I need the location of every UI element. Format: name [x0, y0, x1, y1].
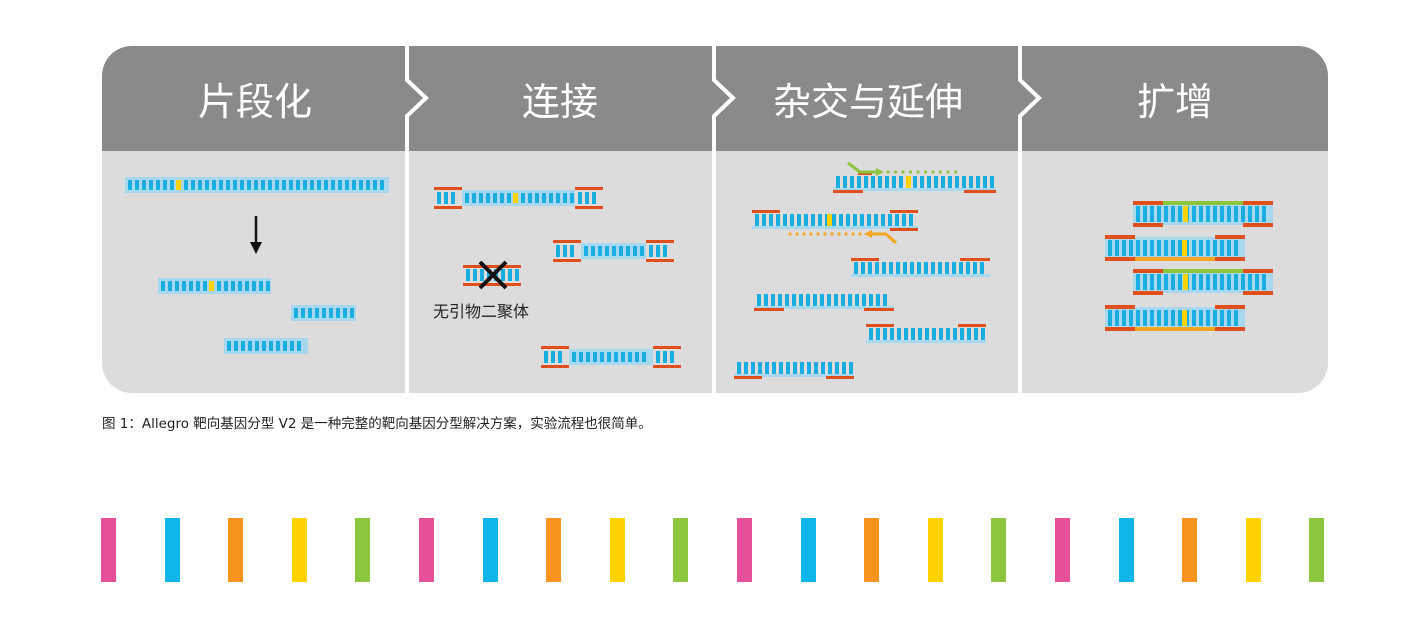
step-separator-2 [712, 46, 736, 393]
step-title-amplification: 扩增 [1137, 80, 1213, 124]
color-stripe [737, 518, 752, 582]
ligated-fragment [434, 187, 603, 209]
workflow-diagram: 片段化 连接 杂交与延伸 扩增 无引物二聚体 [102, 46, 1328, 393]
color-stripe [800, 518, 816, 582]
step-title-hybridization-extension: 杂交与延伸 [773, 80, 963, 124]
color-stripe [673, 518, 689, 582]
workflow-panels [102, 46, 1328, 393]
down-arrow-icon [250, 216, 262, 254]
step-separator-3 [1018, 46, 1042, 393]
cross-icon [478, 260, 508, 290]
amplicon [1133, 201, 1273, 227]
probe-strand [851, 258, 990, 277]
orange-primer-icon [864, 230, 898, 245]
amplicon [1133, 269, 1273, 295]
color-stripe [1055, 518, 1070, 582]
color-stripe [546, 518, 562, 582]
probe-strand [866, 324, 986, 343]
probe-strand [752, 210, 918, 231]
hybridization-illustration [734, 172, 996, 379]
color-stripe [609, 518, 625, 582]
color-stripe [419, 518, 434, 582]
color-stripe [927, 518, 943, 582]
amplicon [1105, 235, 1245, 261]
color-stripe [228, 518, 244, 582]
fragmentation-illustration [125, 177, 389, 354]
color-stripe [1245, 518, 1261, 582]
no-primer-dimer-label: 无引物二聚体 [433, 302, 529, 321]
green-primer-icon [847, 161, 884, 176]
primer-dimer [463, 265, 521, 286]
step-title-ligation: 连接 [522, 80, 598, 124]
color-stripe [164, 518, 180, 582]
dna-fragment [158, 278, 271, 294]
figure-caption: 图 1：Allegro 靶向基因分型 V2 是一种完整的靶向基因分型解决方案，实… [102, 416, 652, 432]
color-stripe [991, 518, 1007, 582]
dna-fragment [291, 305, 356, 321]
color-stripe [355, 518, 371, 582]
amplicon [1105, 305, 1245, 331]
probe-strand [734, 362, 854, 379]
ligated-fragment [541, 346, 681, 368]
color-stripe [1309, 518, 1325, 582]
ligated-fragment [553, 240, 674, 262]
color-stripe [101, 518, 116, 582]
color-stripe [291, 518, 307, 582]
orange-extension-dots [788, 232, 862, 236]
step-title-fragmentation: 片段化 [198, 80, 312, 124]
color-stripe [864, 518, 880, 582]
dna-fragment [224, 338, 308, 354]
amplification-illustration [1105, 201, 1273, 331]
ligation-illustration [434, 187, 681, 368]
green-extension-dots [886, 170, 958, 174]
probe-strand [754, 294, 894, 311]
genomic-dna [125, 177, 389, 193]
color-stripe [1182, 518, 1198, 582]
color-stripe [482, 518, 498, 582]
color-stripe-band [0, 518, 1426, 582]
color-stripe [1118, 518, 1134, 582]
step-separator-1 [405, 46, 429, 393]
